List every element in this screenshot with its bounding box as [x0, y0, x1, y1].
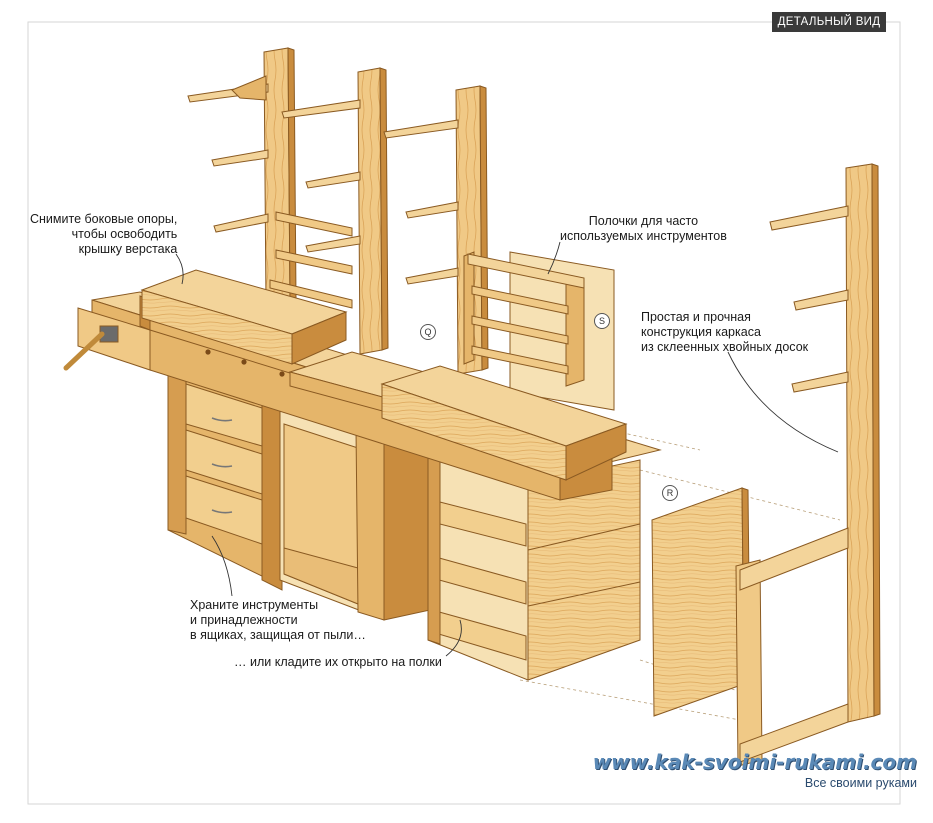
right-cabinet	[427, 451, 641, 681]
detail-view-badge: ДЕТАЛЬНЫЙ ВИД	[772, 12, 886, 32]
callout-line: из склеенных хвойных досок	[641, 340, 809, 354]
removable-support-right	[380, 365, 628, 481]
middle-cabinet	[279, 405, 431, 621]
watermark-site: www.kak-svoimi-rukami.com	[592, 750, 917, 774]
marker-s: S	[594, 313, 610, 329]
callout-line: Полочки для часто	[588, 214, 699, 228]
marker-r: R	[662, 485, 678, 501]
callout-open-shelves: … или кладите их открыто на полки	[234, 655, 442, 669]
callout-line: чтобы освободить	[71, 227, 178, 241]
upright-rack-2	[269, 67, 389, 355]
callout-remove-supports: Снимите боковые опоры, чтобы освободить …	[30, 212, 177, 257]
callout-line: Простая и прочная	[641, 310, 751, 324]
watermark-subtitle: Все своими руками	[804, 776, 917, 790]
callout-line: крышку верстака	[78, 242, 178, 256]
marker-q: Q	[420, 324, 436, 340]
bench-vise	[63, 295, 151, 371]
side-panel	[651, 487, 751, 717]
upright-rack-3	[383, 85, 489, 375]
tool-shelf-unit	[463, 251, 585, 387]
right-frame	[735, 163, 881, 767]
callout-drawers: Храните инструменты и принадлежности в я…	[190, 598, 366, 643]
callout-tool-shelves: Полочки для часто используемых инструмен…	[560, 214, 727, 244]
callout-line: конструкция каркаса	[641, 325, 761, 339]
upright-rack-1	[187, 47, 297, 306]
removable-support-left	[140, 269, 348, 365]
callout-line: и принадлежности	[190, 613, 298, 627]
callout-line: используемых инструментов	[560, 229, 727, 243]
callout-line: Снимите боковые опоры,	[30, 212, 178, 226]
leader-lines	[175, 241, 839, 657]
callout-frame: Простая и прочная конструкция каркаса из…	[641, 310, 808, 355]
callout-line: Храните инструменты	[190, 598, 319, 612]
left-cabinet	[167, 361, 283, 591]
page-frame	[27, 21, 901, 805]
callout-line: в ящиках, защищая от пыли…	[190, 628, 366, 642]
back-panel	[509, 251, 615, 411]
